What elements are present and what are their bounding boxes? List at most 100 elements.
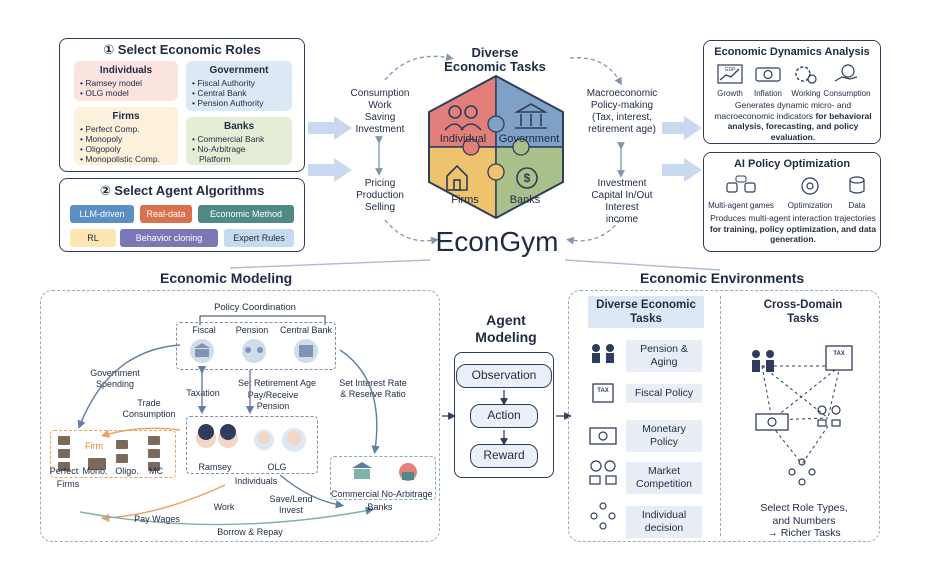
pension-aging-icon [592, 344, 614, 363]
cross-desc-line: → Richer Tasks [767, 527, 841, 539]
env-item-fiscal-policy[interactable]: Fiscal Policy [626, 384, 702, 403]
banks-label: Banks [367, 502, 393, 512]
government-icons [190, 339, 318, 363]
individuals-label: Individuals [234, 476, 278, 486]
role-banks-title: Banks [223, 121, 254, 132]
select-roles-panel: ① Select Economic Roles Individuals • Ra… [59, 38, 305, 172]
tag-llm-driven[interactable]: LLM-driven [70, 205, 134, 223]
diverse-tasks-title: Diverse Economic Tasks [588, 296, 704, 328]
arrow-head [334, 158, 352, 182]
inflation-icon [755, 67, 781, 82]
role-item: • Perfect Comp. [80, 124, 140, 134]
icon-label-inflation: Inflation [753, 89, 783, 98]
env-item-text: Fiscal Policy [634, 387, 694, 399]
task-text: Capital In/Out [591, 190, 653, 201]
role-item: • Ramsey model [80, 78, 143, 88]
ai-policy-title: AI Policy Optimization [733, 158, 851, 170]
olg-label: OLG [267, 462, 287, 472]
mc-label: MC [149, 466, 163, 476]
select-roles-title: ① Select Economic Roles [103, 42, 261, 57]
env-item-pension-aging[interactable]: Pension & Aging [626, 340, 702, 372]
flow-text: Pension [256, 401, 290, 411]
role-individuals[interactable]: Individuals • Ramsey model • OLG model [74, 61, 178, 101]
consumption-icon [834, 64, 858, 82]
tag-real-data[interactable]: Real-data [140, 205, 192, 223]
cross-domain-graph: TAX [752, 345, 853, 486]
icon-label-multi-agent: Multi-agent games [708, 201, 774, 210]
econ-modeling-panel [40, 290, 440, 542]
market-competition-icon [589, 460, 617, 485]
diverse-task-icons: TAX [589, 344, 617, 530]
role-puzzle: $ [428, 75, 564, 219]
env-item-market-competition[interactable]: Market Competition [626, 462, 702, 494]
role-government-title: Government [209, 65, 269, 76]
robots-icon [726, 175, 756, 193]
ai-policy-desc-plain: Produces multi-agent interaction traject… [710, 213, 876, 223]
flow-text: Trade [137, 398, 161, 408]
dynamics-title: Economic Dynamics Analysis [714, 46, 870, 58]
svg-text:$: $ [524, 171, 531, 185]
env-item-individual-decision[interactable]: Individual decision [626, 506, 702, 538]
dynamics-desc-bold: for behavioral analysis, forecasting, an… [727, 110, 872, 142]
role-item: • Oligopoly [80, 144, 121, 154]
arrow-head [334, 116, 352, 140]
brand-econgym: EconGym [435, 226, 559, 257]
reward-node: Reward [470, 444, 538, 468]
role-firms[interactable]: Firms • Perfect Comp. • Monopoly • Oligo… [74, 107, 178, 165]
firms-icon [446, 164, 468, 191]
center-right-bottom-text: Investment Capital In/Out Interest incom… [578, 178, 666, 226]
tag-economic-method[interactable]: Economic Method [198, 205, 294, 223]
cross-market-icon [817, 405, 841, 427]
save-lend-label: Save/Lend Invest [264, 494, 318, 516]
growth-icon: GDP [717, 64, 743, 84]
bank-icons [352, 462, 417, 481]
pay-wages-label: Pay Wages [134, 514, 180, 524]
role-item: • Monopolistic Comp. [80, 154, 160, 164]
agent-title-line1: Agent [486, 312, 526, 328]
work-label: Work [213, 502, 235, 512]
observation-node: Observation [456, 364, 552, 388]
role-firms-title: Firms [112, 111, 140, 122]
role-banks[interactable]: Banks • Commercial Bank • No-Arbitrage P… [186, 117, 292, 165]
set-retirement-age-label: Set Retirement Age [237, 378, 317, 388]
cross-people-icon [752, 350, 774, 372]
arrow-roles-to-center [308, 122, 336, 134]
government-group [176, 322, 336, 370]
dynamics-desc: Generates dynamic micro- and macroeconom… [708, 100, 878, 142]
icon-label-data: Data [848, 201, 866, 210]
data-icon [849, 176, 865, 194]
ai-policy-desc-bold: for training, policy optimization, and d… [709, 223, 877, 245]
cross-title-line1: Cross-Domain [763, 299, 843, 311]
arrow-head [684, 116, 702, 140]
center-dashed-loop [375, 53, 625, 245]
task-text: Consumption [350, 88, 410, 99]
task-text: income [605, 214, 639, 225]
env-item-monetary-policy[interactable]: Monetary Policy [626, 420, 702, 452]
cross-money-icon [755, 413, 789, 431]
task-text: Macroeconomic [586, 88, 658, 99]
env-item-text: Market [647, 465, 681, 477]
task-text: Production [356, 190, 404, 201]
pension-label: Pension [235, 325, 269, 335]
role-item: • No-Arbitrage [192, 144, 246, 154]
government-spending-label: Government Spending [80, 368, 150, 390]
task-text: Pricing [364, 178, 396, 189]
dynamics-desc-plain: Generates dynamic micro- and macroeconom… [714, 100, 852, 121]
icon-label-growth: Growth [717, 89, 743, 98]
arrow-head [684, 158, 702, 182]
task-text: Work [368, 100, 392, 111]
tag-expert-rules[interactable]: Expert Rules [224, 229, 294, 247]
cross-decision-icon [788, 458, 816, 486]
individual-avatars [196, 424, 306, 452]
fiscal-label: Fiscal [192, 325, 216, 335]
task-text: Selling [364, 202, 396, 213]
tag-behavior-cloning[interactable]: Behavior cloning [120, 229, 218, 247]
tag-rl[interactable]: RL [70, 229, 116, 247]
role-government[interactable]: Government • Fiscal Authority • Central … [186, 61, 292, 111]
puzzle-label-firms: Firms [451, 194, 479, 206]
puzzle-label-banks: Banks [509, 194, 541, 206]
no-arbitrage-label: No-Arbitrage [381, 489, 433, 499]
task-text: (Tax, interest, [591, 112, 653, 123]
monetary-policy-icon [589, 427, 617, 445]
firm-icons [58, 436, 160, 471]
